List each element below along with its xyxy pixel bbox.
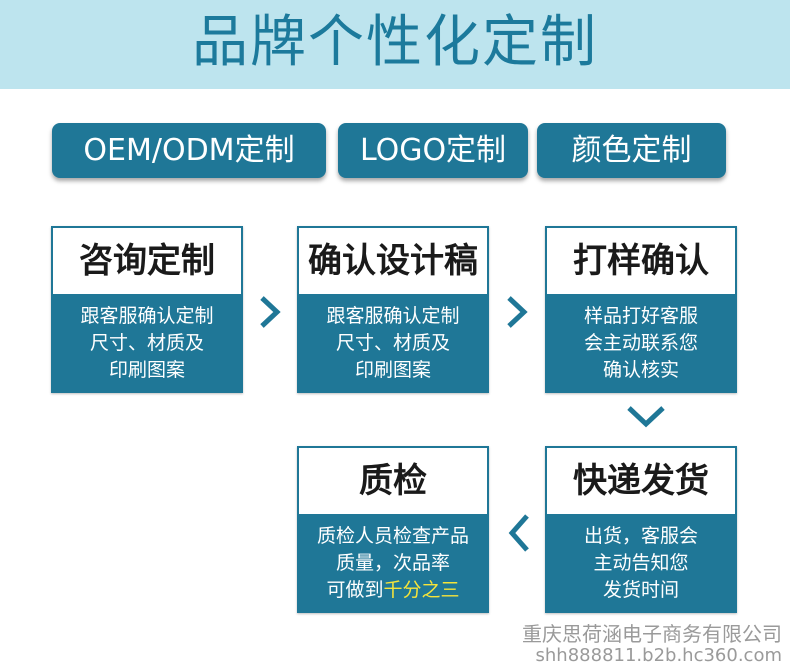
- step-text-prefix: 可做到: [326, 579, 384, 601]
- step-text: 会主动联系您: [583, 332, 698, 354]
- step-text: 质量，次品率: [335, 552, 450, 574]
- highlight-text: 千分之三: [383, 579, 460, 601]
- step-title: 打样确认: [547, 228, 735, 294]
- step-description: 跟客服确认定制 尺寸、材质及 印刷图案: [53, 294, 241, 384]
- step-express-shipping: 快递发货 出货，客服会 主动告知您 发货时间: [545, 446, 737, 613]
- header-banner: 品牌个性化定制: [0, 0, 790, 89]
- step-description: 跟客服确认定制 尺寸、材质及 印刷图案: [299, 294, 487, 384]
- step-text: 确认核实: [602, 359, 679, 381]
- watermark-url: shh888811.b2b.hc360.com: [535, 645, 782, 666]
- page-title: 品牌个性化定制: [192, 10, 598, 75]
- step-text: 样品打好客服: [583, 305, 698, 327]
- step-description: 样品打好客服 会主动联系您 确认核实: [547, 294, 735, 384]
- step-text: 主动告知您: [593, 552, 689, 574]
- step-description: 质检人员检查产品 质量，次品率 可做到千分之三: [299, 514, 487, 604]
- color-button[interactable]: 颜色定制: [537, 123, 726, 178]
- chevron-down-icon: [627, 406, 665, 428]
- step-description: 出货，客服会 主动告知您 发货时间: [547, 514, 735, 604]
- oem-odm-button[interactable]: OEM/ODM定制: [52, 123, 326, 178]
- step-title: 咨询定制: [53, 228, 241, 294]
- step-text: 印刷图案: [354, 359, 431, 381]
- step-quality-check: 质检 质检人员检查产品 质量，次品率 可做到千分之三: [297, 446, 489, 613]
- step-title: 确认设计稿: [299, 228, 487, 294]
- step-text: 质检人员检查产品: [316, 525, 469, 547]
- step-text: 跟客服确认定制: [80, 305, 214, 327]
- watermark-company: 重庆思荷涵电子商务有限公司: [522, 622, 782, 646]
- step-text: 尺寸、材质及: [335, 332, 450, 354]
- step-title: 质检: [299, 448, 487, 514]
- step-text: 发货时间: [602, 579, 679, 601]
- step-title: 快递发货: [547, 448, 735, 514]
- chevron-right-icon: [507, 296, 528, 328]
- step-text: 出货，客服会: [583, 525, 698, 547]
- chevron-left-icon: [508, 514, 529, 552]
- logo-button[interactable]: LOGO定制: [338, 123, 528, 178]
- chevron-right-icon: [260, 296, 281, 328]
- step-text: 尺寸、材质及: [89, 332, 204, 354]
- step-confirm-design: 确认设计稿 跟客服确认定制 尺寸、材质及 印刷图案: [297, 226, 489, 393]
- step-text-last: 可做到千分之三: [299, 577, 487, 604]
- step-consult: 咨询定制 跟客服确认定制 尺寸、材质及 印刷图案: [51, 226, 243, 393]
- step-text: 印刷图案: [108, 359, 185, 381]
- step-sample-confirm: 打样确认 样品打好客服 会主动联系您 确认核实: [545, 226, 737, 393]
- step-text: 跟客服确认定制: [326, 305, 460, 327]
